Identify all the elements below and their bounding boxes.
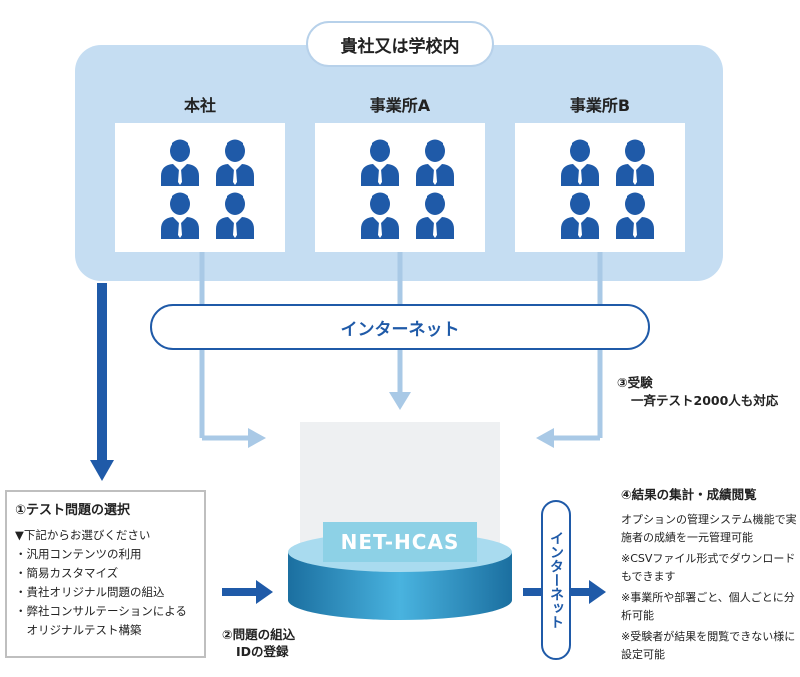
step1-item: ・貴社オリジナル問題の組込 bbox=[15, 585, 165, 599]
person-icon bbox=[560, 191, 600, 239]
step4-paragraph: ※CSVファイル形式でダウンロードもできます bbox=[621, 552, 796, 583]
step1-item: ・弊社コンサルテーションによる bbox=[15, 604, 187, 618]
internet-vertical-pill: インターネット bbox=[541, 500, 571, 660]
arrow-down-head bbox=[90, 460, 114, 481]
site-label-office-a: 事業所A bbox=[369, 96, 431, 115]
arrowhead-left-to-server bbox=[248, 428, 266, 448]
test-selection-box: ①テスト問題の選択 ▼下記からお選びください ・汎用コンテンツの利用 ・簡易カス… bbox=[5, 490, 206, 658]
arrowhead-right-to-server bbox=[536, 428, 554, 448]
person-icon bbox=[415, 138, 455, 186]
step4-paragraph: ※受験者が結果を閲覧できない様に設定可能 bbox=[621, 630, 796, 661]
site-box-office-a bbox=[315, 123, 485, 252]
step3-line1: ③受験 bbox=[617, 375, 653, 390]
step4-section: ④結果の集計・成績閲覧 オプションの管理システム機能で実施者の成績を一元管理可能… bbox=[621, 484, 799, 667]
person-icon bbox=[615, 191, 655, 239]
arrow-down-shaft bbox=[97, 283, 107, 461]
person-icon bbox=[615, 138, 655, 186]
step3-line2: 一斉テスト2000人も対応 bbox=[631, 393, 779, 408]
step1-item: オリジナルテスト構築 bbox=[15, 623, 142, 637]
site-box-office-b bbox=[515, 123, 685, 252]
person-icon bbox=[215, 191, 255, 239]
step2-line2: IDの登録 bbox=[236, 644, 289, 659]
site-label-office-b: 事業所B bbox=[569, 96, 631, 115]
step3-label: ③受験 一斉テスト2000人も対応 bbox=[617, 374, 778, 410]
step4-title: ④結果の集計・成績閲覧 bbox=[621, 487, 757, 502]
arrowhead-center-down bbox=[389, 392, 411, 410]
step1-subtitle: ▼下記からお選びください bbox=[15, 528, 151, 542]
step1-item: ・簡易カスタマイズ bbox=[15, 566, 119, 580]
step1-item: ・汎用コンテンツの利用 bbox=[15, 547, 142, 561]
step1-title: ①テスト問題の選択 bbox=[15, 503, 131, 518]
server-label: NET-HCAS bbox=[323, 522, 477, 562]
site-label-head-office: 本社 bbox=[183, 96, 216, 115]
arrow-to-results-head bbox=[589, 580, 606, 604]
step4-paragraph: ※事業所や部署ごと、個人ごとに分析可能 bbox=[621, 591, 795, 622]
arrow-to-results-shaft bbox=[571, 588, 591, 596]
step2-line1: ②問題の組込 bbox=[222, 627, 296, 642]
person-icon bbox=[360, 138, 400, 186]
person-icon bbox=[415, 191, 455, 239]
arrow-to-server-shaft bbox=[222, 588, 258, 596]
internet-pill: インターネット bbox=[150, 304, 650, 350]
person-icon bbox=[560, 138, 600, 186]
step2-label: ②問題の組込 IDの登録 bbox=[222, 626, 295, 660]
arrow-to-internet-shaft bbox=[523, 588, 541, 596]
person-icon bbox=[360, 191, 400, 239]
site-box-head-office bbox=[115, 123, 285, 252]
person-icon bbox=[215, 138, 255, 186]
person-icon bbox=[160, 138, 200, 186]
step4-paragraph: オプションの管理システム機能で実施者の成績を一元管理可能 bbox=[621, 513, 797, 544]
person-icon bbox=[160, 191, 200, 239]
arrow-to-server-head bbox=[256, 580, 273, 604]
organization-title: 貴社又は学校内 bbox=[306, 21, 494, 67]
